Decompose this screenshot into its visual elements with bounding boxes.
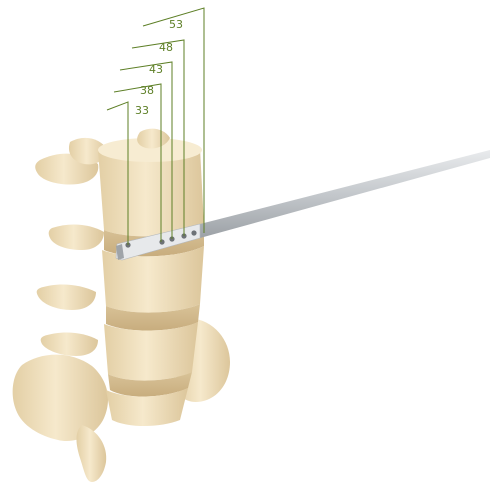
depth-label-38: 38 bbox=[140, 84, 154, 97]
lumbar-spine-model bbox=[13, 129, 230, 482]
depth-label-48: 48 bbox=[159, 41, 173, 54]
vertebral-body bbox=[104, 322, 198, 381]
depth-marker-dot-38 bbox=[159, 239, 164, 244]
depth-label-43: 43 bbox=[149, 63, 163, 76]
transverse-process bbox=[41, 333, 98, 356]
depth-label-33: 33 bbox=[135, 104, 149, 117]
sacrum bbox=[13, 355, 108, 441]
depth-label-53: 53 bbox=[169, 18, 183, 31]
instrument-shaft bbox=[200, 150, 490, 238]
transverse-process bbox=[49, 225, 104, 250]
transverse-process bbox=[37, 285, 96, 310]
coccyx bbox=[77, 425, 107, 482]
depth-marker-dot-53 bbox=[191, 230, 196, 235]
